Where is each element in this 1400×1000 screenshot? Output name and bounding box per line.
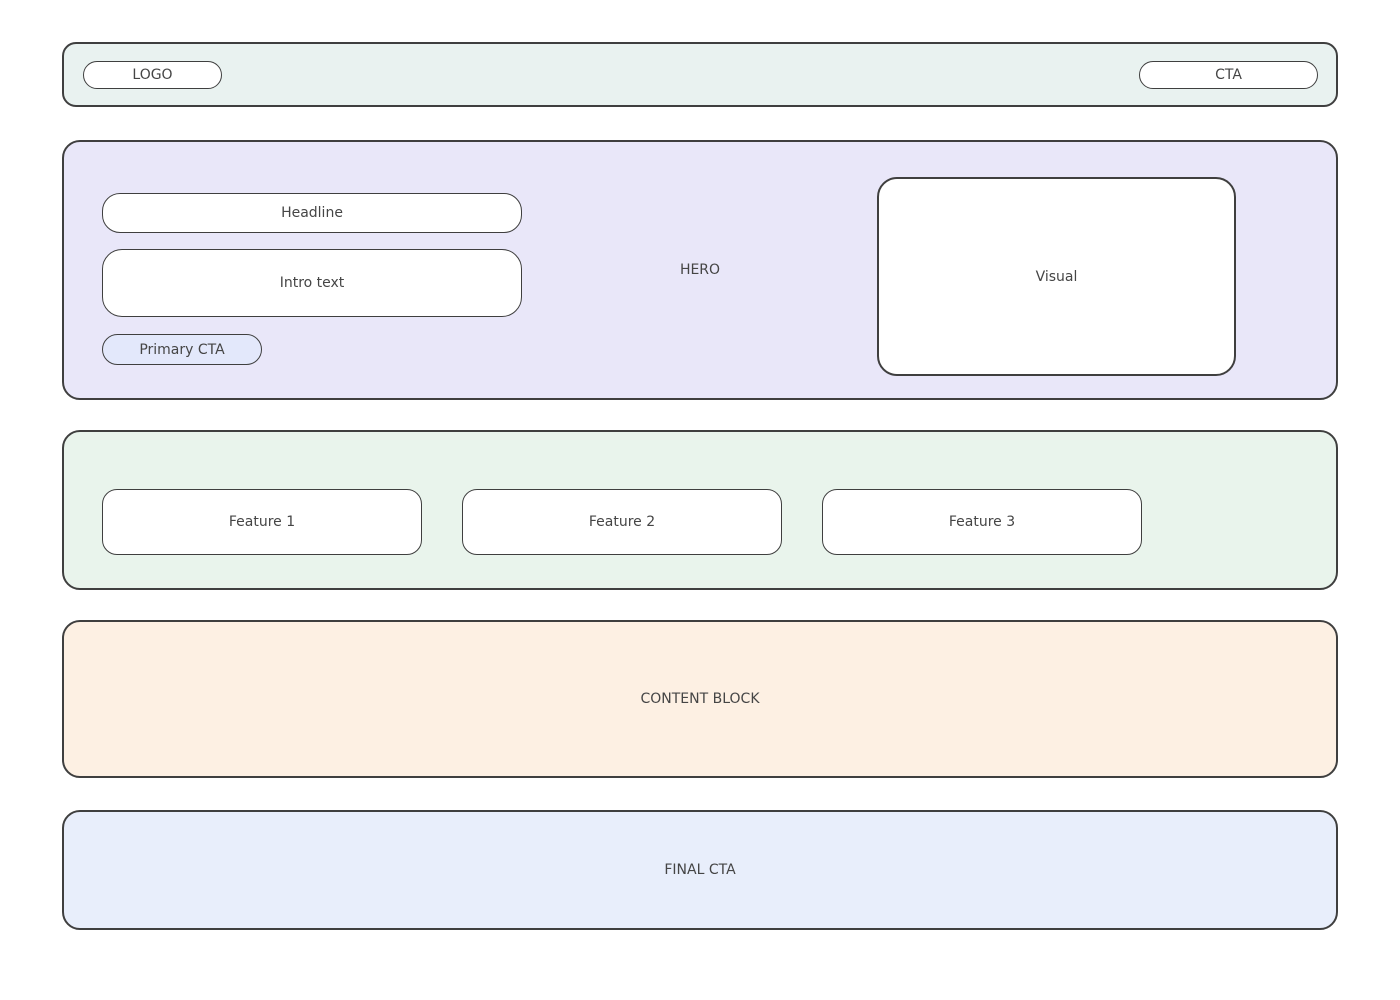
final-cta-section[interactable]: FINAL CTA xyxy=(62,810,1338,930)
feature-card-1: Feature 1 xyxy=(102,489,422,555)
final-cta-label: FINAL CTA xyxy=(664,862,736,878)
intro-text-placeholder: Intro text xyxy=(102,249,522,317)
feature-card-2: Feature 2 xyxy=(462,489,782,555)
visual-label: Visual xyxy=(1035,268,1078,285)
hero-left-column: Headline Intro text Primary CTA xyxy=(102,193,522,365)
headline-label: Headline xyxy=(281,205,343,221)
header-bar: LOGO CTA xyxy=(62,42,1338,107)
header-cta-button[interactable]: CTA xyxy=(1139,60,1318,89)
feature-1-label: Feature 1 xyxy=(228,514,296,530)
features-section: Feature 1 Feature 2 Feature 3 xyxy=(62,430,1338,590)
feature-3-label: Feature 3 xyxy=(948,514,1016,530)
feature-2-label: Feature 2 xyxy=(588,514,656,530)
hero-section-label: HERO xyxy=(679,262,721,278)
intro-text-label: Intro text xyxy=(279,275,345,291)
content-block-section: CONTENT BLOCK xyxy=(62,620,1338,778)
header-cta-label: CTA xyxy=(1215,66,1242,83)
content-block-label: CONTENT BLOCK xyxy=(640,691,760,707)
logo-pill[interactable]: LOGO xyxy=(83,60,222,89)
primary-cta-label: Primary CTA xyxy=(139,341,225,358)
headline-placeholder: Headline xyxy=(102,193,522,233)
visual-placeholder: Visual xyxy=(877,177,1236,376)
hero-section: Headline Intro text Primary CTA HERO Vis… xyxy=(62,140,1338,400)
feature-card-3: Feature 3 xyxy=(822,489,1142,555)
logo-label: LOGO xyxy=(132,66,173,83)
primary-cta-button[interactable]: Primary CTA xyxy=(102,334,262,365)
